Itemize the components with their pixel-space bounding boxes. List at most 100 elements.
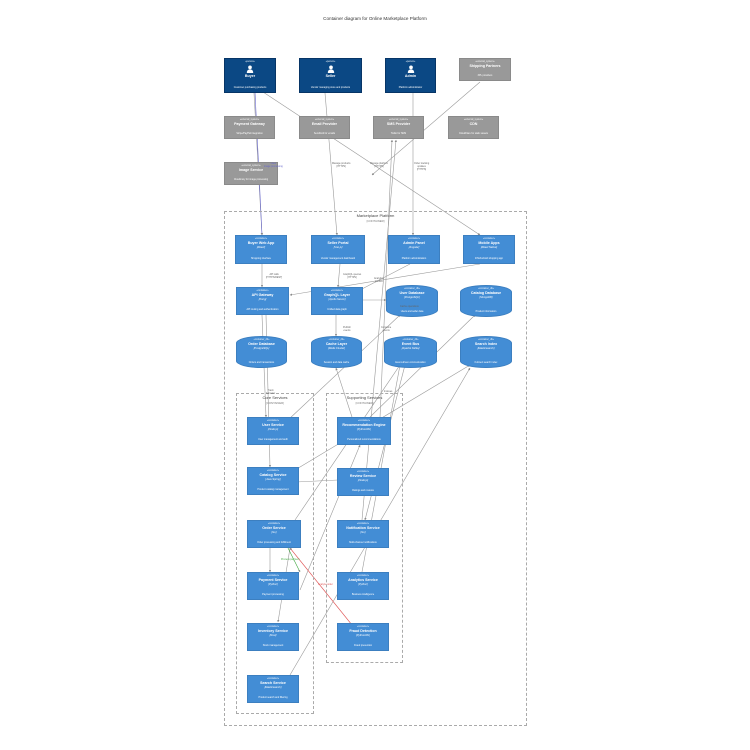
container-tech: [Python/ML] bbox=[356, 634, 370, 637]
container-admin-panel[interactable]: «container» Admin Panel [Angular] Platfo… bbox=[388, 235, 440, 264]
external-sms-provider[interactable]: «external_system» SMS Provider Twilio fo… bbox=[373, 116, 424, 139]
db-desc: Event-driven communication bbox=[395, 361, 426, 364]
edge-sms-eventbus bbox=[379, 139, 394, 419]
stereotype: «external_system» bbox=[388, 119, 409, 121]
db-tech: [Apache Kafka] bbox=[401, 347, 420, 350]
container-desc: API routing and authentication bbox=[246, 308, 279, 311]
db-name: Search Index bbox=[474, 342, 498, 346]
db-user-database[interactable]: «container_db» User Database [PostgreSQL… bbox=[386, 285, 438, 317]
platform-boundary-type: [CONTAINER] bbox=[366, 219, 385, 223]
db-name: Cache Layer bbox=[325, 342, 348, 346]
external-shipping-partners[interactable]: «external_system» Shipping Partners 3PL … bbox=[459, 58, 511, 81]
external-desc: SendGrid for emails bbox=[313, 132, 336, 135]
container-desc: Product catalog management bbox=[257, 488, 289, 491]
container-api-gateway[interactable]: «container» API Gateway [Kong] API routi… bbox=[236, 287, 289, 315]
container-desc: Personalized recommendations bbox=[347, 438, 381, 441]
stereotype: «container» bbox=[356, 523, 369, 525]
container-recommendation-engine[interactable]: «container» Recommendation Engine [Pytho… bbox=[337, 417, 391, 445]
external-desc: Twilio for SMS bbox=[390, 132, 407, 135]
person-name: Seller bbox=[325, 74, 336, 78]
person-name: Buyer bbox=[244, 74, 256, 78]
external-cdn[interactable]: «external_system» CDN CloudFlare for sta… bbox=[448, 116, 499, 139]
container-name: Fraud Detection bbox=[349, 629, 377, 633]
stereotype: «person» bbox=[405, 61, 416, 63]
diagram-title: Container diagram for Online Marketplace… bbox=[323, 16, 427, 21]
container-catalog-service[interactable]: «container» Catalog Service [Java Spring… bbox=[247, 467, 299, 495]
db-name: Catalog Database bbox=[470, 291, 502, 295]
container-desc: Unified data graph bbox=[327, 308, 347, 311]
db-name: User Database bbox=[399, 291, 425, 295]
container-graphql-layer[interactable]: «container» GraphQL Layer [Apollo Server… bbox=[311, 287, 363, 315]
container-name: Review Service bbox=[349, 474, 377, 478]
container-buyer-web-app[interactable]: «container» Buyer Web App [React] Shoppi… bbox=[235, 235, 287, 264]
container-name: Order Service bbox=[262, 526, 286, 530]
container-tech: [Kong] bbox=[258, 298, 267, 301]
stereotype: «container» bbox=[356, 626, 369, 628]
db-name: Event Bus bbox=[401, 342, 420, 346]
stereotype: «person» bbox=[325, 61, 336, 63]
person-desc: Platform administrator bbox=[398, 86, 423, 89]
container-tech: [Rust] bbox=[269, 634, 277, 637]
container-inventory-service[interactable]: «container» Inventory Service [Rust] Sto… bbox=[247, 623, 299, 651]
container-fraud-detection[interactable]: «container» Fraud Detection [Python/ML] … bbox=[337, 623, 389, 651]
container-tech: [Apollo Server] bbox=[328, 298, 346, 301]
stereotype: «container_db» bbox=[404, 288, 420, 290]
container-tech: [React Native] bbox=[480, 246, 498, 249]
supporting-services-label: Supporting Services bbox=[346, 395, 383, 400]
edge-reco-cache bbox=[335, 367, 353, 418]
container-desc: User management and auth bbox=[258, 438, 288, 441]
container-review-service[interactable]: «container» Review Service [Node.js] Rat… bbox=[337, 468, 389, 496]
external-desc: Cloudinary for image processing bbox=[233, 178, 269, 181]
container-name: Notification Service bbox=[346, 526, 380, 530]
stereotype: «container» bbox=[266, 420, 279, 422]
db-tech: [Redis Cluster] bbox=[327, 347, 345, 350]
container-mobile-apps[interactable]: «container» Mobile Apps [React Native] i… bbox=[463, 235, 515, 264]
edge-label-order-tracking: Order tracking updates [HTTPS] bbox=[414, 162, 430, 171]
edge-label-analyze-order: Analyze order bbox=[318, 583, 333, 586]
stereotype: «container» bbox=[256, 290, 269, 292]
db-search-index[interactable]: «container_db» Search Index [Elasticsear… bbox=[460, 336, 512, 368]
person-buyer[interactable]: «person» Buyer Customer purchasing produ… bbox=[224, 58, 276, 93]
container-tech: [Python] bbox=[358, 583, 368, 586]
container-tech: [Elasticsearch] bbox=[264, 686, 282, 689]
stereotype: «container_db» bbox=[402, 339, 419, 341]
external-name: SMS Provider bbox=[386, 122, 411, 126]
person-icon bbox=[327, 65, 334, 73]
external-name: Email Provider bbox=[311, 122, 338, 126]
stereotype: «external_system» bbox=[314, 119, 335, 121]
db-catalog-database[interactable]: «container_db» Catalog Database [MongoDB… bbox=[460, 285, 512, 317]
container-desc: Stock management bbox=[262, 644, 284, 647]
container-desc: Payment processing bbox=[262, 593, 284, 596]
platform-boundary: Marketplace Platform [CONTAINER] bbox=[224, 211, 527, 726]
db-tech: [Elasticsearch] bbox=[477, 347, 495, 350]
stereotype: «container_db» bbox=[253, 339, 270, 341]
person-seller[interactable]: «person» Seller Vendor managing store an… bbox=[299, 58, 362, 93]
person-desc: Customer purchasing products bbox=[233, 86, 267, 89]
db-order-database[interactable]: «container_db» Order Database [PostgreSQ… bbox=[236, 336, 287, 368]
person-admin[interactable]: «person» Admin Platform administrator bbox=[385, 58, 436, 93]
container-search-service[interactable]: «container» Search Service [Elasticsearc… bbox=[247, 675, 299, 703]
stereotype: «container» bbox=[254, 238, 267, 240]
external-image-service[interactable]: «external_system» Image Service Cloudina… bbox=[224, 162, 278, 185]
container-user-service[interactable]: «container» User Service [Node.js] User … bbox=[247, 417, 299, 445]
container-name: Catalog Service bbox=[259, 473, 287, 477]
stereotype: «external_system» bbox=[463, 119, 484, 121]
db-desc: Orders and transactions bbox=[248, 361, 275, 364]
edge-label-graphql-queries: GraphQL queries [HTTPS] bbox=[343, 273, 362, 279]
external-payment-gateway[interactable]: «external_system» Payment Gateway Stripe… bbox=[224, 116, 275, 139]
container-tech: [Python/ML] bbox=[357, 428, 371, 431]
container-seller-portal[interactable]: «container» Seller Portal [Vue.js] Vendo… bbox=[311, 235, 365, 264]
core-services-boundary: Core Services [CONTAINER] bbox=[236, 393, 314, 714]
container-analytics-service[interactable]: «container» Analytics Service [Python] B… bbox=[337, 572, 389, 600]
db-cache-layer[interactable]: «container_db» Cache Layer [Redis Cluste… bbox=[311, 336, 362, 368]
container-notification-service[interactable]: «container» Notification Service [Go] Mu… bbox=[337, 520, 389, 548]
external-email-provider[interactable]: «external_system» Email Provider SendGri… bbox=[299, 116, 350, 139]
container-order-service[interactable]: «container» Order Service [Go] Order pro… bbox=[247, 520, 301, 548]
container-name: Inventory Service bbox=[258, 629, 288, 633]
db-event-bus[interactable]: «container_db» Event Bus [Apache Kafka] … bbox=[384, 336, 437, 368]
edge-label-cache-ops: Cache operations bbox=[400, 305, 419, 308]
edge-fraud-order bbox=[289, 547, 353, 626]
core-services-label: Core Services bbox=[262, 395, 288, 400]
stereotype: «container» bbox=[330, 290, 343, 292]
container-payment-service[interactable]: «container» Payment Service [Python] Pay… bbox=[247, 572, 299, 600]
